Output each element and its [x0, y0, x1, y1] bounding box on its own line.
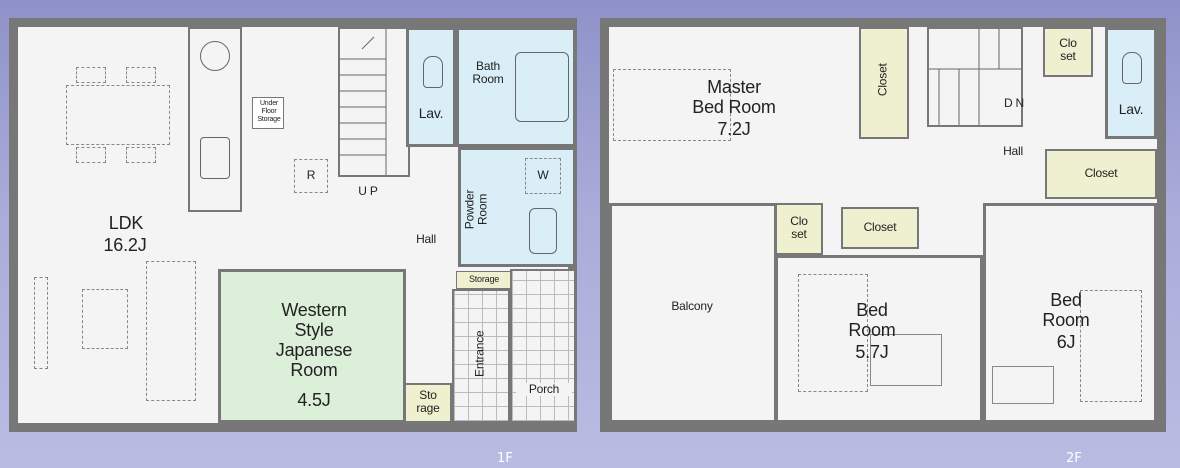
- floor-plan-2f: Master Bed Room 7.2J Closet D N Clo set …: [600, 18, 1166, 432]
- stairs-2f: [927, 27, 1023, 127]
- floor-tag-1f: 1F: [497, 451, 513, 466]
- sink-icon: [200, 137, 230, 179]
- bed-icon: [798, 274, 868, 392]
- desk-icon: [992, 366, 1054, 404]
- dining-chair: [126, 147, 156, 163]
- balcony: Balcony: [609, 203, 777, 423]
- kitchen-counter: [188, 27, 242, 212]
- japanese-room: Western Style Japanese Room 4.5J: [218, 269, 406, 423]
- bedroom-right: Bed Room 6J: [983, 203, 1157, 423]
- closet-mid: Closet: [841, 207, 919, 249]
- closet-small-mid: Clo set: [775, 203, 823, 255]
- dining-table: [66, 85, 170, 145]
- hall-label-1f: Hall: [416, 232, 436, 246]
- storage: Sto rage: [404, 383, 452, 423]
- toilet-icon: [1122, 52, 1142, 84]
- lavatory-2f: Lav.: [1105, 27, 1157, 139]
- hall-label-2f: Hall: [1003, 144, 1023, 158]
- under-floor-storage: Under Floor Storage: [252, 97, 284, 129]
- toilet-icon: [423, 56, 443, 88]
- storage-small: Storage: [456, 271, 512, 289]
- bathtub-icon: [515, 52, 569, 122]
- bed-icon: [613, 69, 731, 141]
- dining-chair: [76, 67, 106, 83]
- sofa: [146, 261, 196, 401]
- dining-chair: [76, 147, 106, 163]
- entrance: Entrance: [452, 289, 510, 423]
- bath-room: Bath Room: [456, 27, 576, 147]
- closet-right: Closet: [1045, 149, 1157, 199]
- stairs-lines: [929, 29, 1021, 125]
- ldk-label: LDK: [108, 213, 144, 233]
- lavatory-1f: Lav.: [406, 27, 456, 147]
- powder-room: Powder Room W: [458, 147, 576, 267]
- coffee-table: [82, 289, 128, 349]
- wash-basin-icon: [529, 208, 557, 254]
- closet-small-top: Clo set: [1043, 27, 1093, 77]
- ldk-size: 16.2J: [103, 235, 147, 255]
- master-bedroom: Master Bed Room 7.2J: [609, 27, 859, 203]
- bedroom-middle: Bed Room 5.7J: [775, 255, 983, 423]
- closet-vertical: Closet: [859, 27, 909, 139]
- washer-space: W: [525, 158, 561, 194]
- dining-chair: [126, 67, 156, 83]
- up-label: U P: [358, 184, 378, 198]
- floor-tag-2f: 2F: [1066, 451, 1082, 466]
- stairs-lines: [340, 29, 387, 175]
- dn-label: D N: [1003, 96, 1025, 110]
- tv-board: [34, 277, 48, 369]
- refrigerator-space: R: [294, 159, 328, 193]
- bed-icon: [1080, 290, 1142, 402]
- floor-plan-1f: LDK 16.2J Under Floor Storage R U P Lav.…: [9, 18, 577, 432]
- stove-icon: [200, 41, 230, 71]
- desk-icon: [870, 334, 942, 386]
- stairs-1f: [338, 27, 410, 177]
- porch: Porch: [510, 269, 576, 423]
